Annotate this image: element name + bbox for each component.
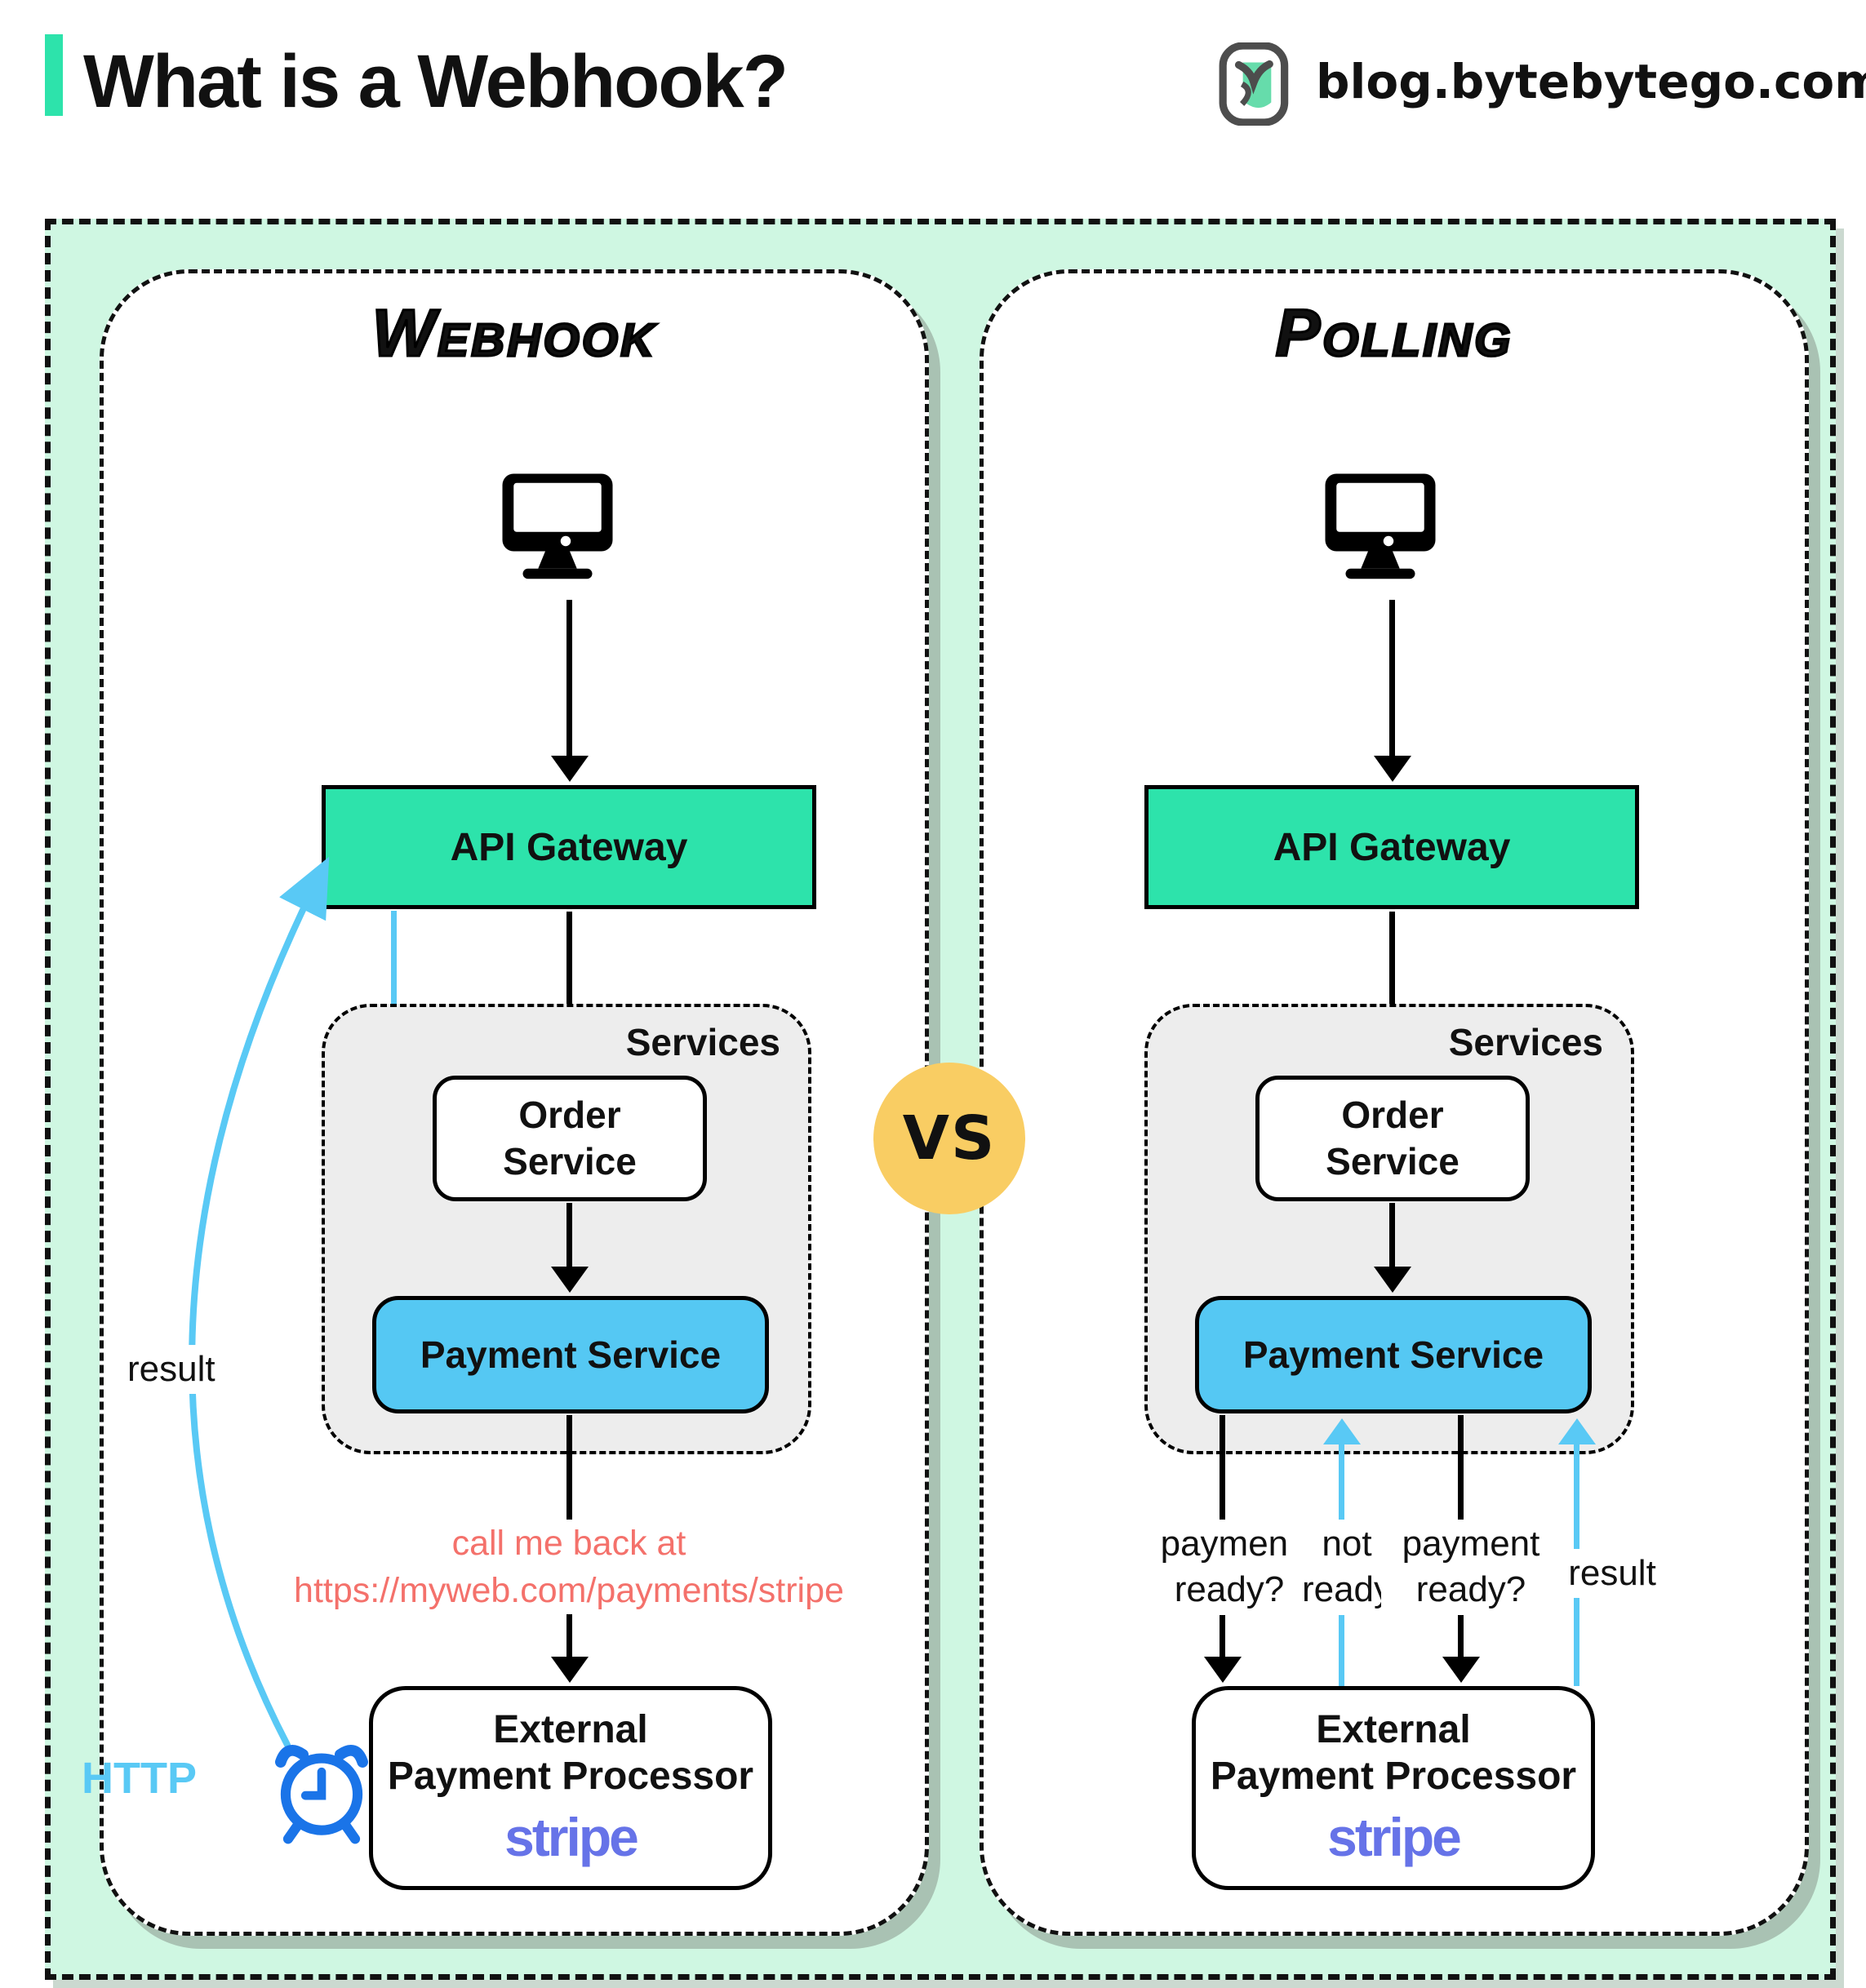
order-service-label-line2: Service bbox=[1326, 1140, 1459, 1183]
payment-service-box: Payment Service bbox=[1195, 1296, 1592, 1413]
polling-arrow-label-line2: ready? bbox=[1415, 1569, 1526, 1610]
vs-badge: VS bbox=[873, 1063, 1025, 1214]
payment-service-label: Payment Service bbox=[1242, 1333, 1544, 1376]
order-service-label-line2: Service bbox=[503, 1140, 637, 1183]
services-group-label: Services bbox=[625, 1021, 780, 1063]
external-processor-label-line1: External bbox=[1316, 1707, 1471, 1751]
payment-service-label: Payment Service bbox=[420, 1333, 722, 1376]
client-to-gateway-arrow bbox=[566, 600, 572, 757]
external-payment-processor-box: External Payment Processor stripe bbox=[1192, 1686, 1595, 1890]
polling-arrow-label: payment ready? bbox=[1381, 1520, 1561, 1615]
external-processor-label-line1: External bbox=[493, 1707, 648, 1751]
external-processor-label-line2: Payment Processor bbox=[387, 1755, 754, 1799]
polling-arrow-label: result bbox=[1544, 1549, 1680, 1599]
alarm-clock-icon bbox=[275, 1745, 368, 1844]
payment-service-box: Payment Service bbox=[372, 1296, 769, 1413]
title-accent-bar bbox=[45, 34, 63, 116]
gateway-to-order-arrow bbox=[1389, 912, 1395, 1048]
polling-arrow-label-line1: not bbox=[1322, 1524, 1372, 1564]
callback-note: call me back at https://myweb.com/paymen… bbox=[278, 1520, 860, 1615]
polling-arrow-label-line1: payment bbox=[1402, 1524, 1540, 1564]
client-to-gateway-arrow bbox=[1389, 600, 1395, 757]
order-service-label-line1: Order bbox=[518, 1093, 621, 1136]
page-title: What is a Webhook? bbox=[83, 40, 789, 123]
api-gateway-box: API Gateway bbox=[1144, 785, 1639, 909]
polling-arrow-label-line2: ready bbox=[1301, 1569, 1393, 1610]
http-result-curve-arrow bbox=[189, 856, 330, 1748]
api-gateway-label: API Gateway bbox=[450, 825, 688, 869]
desktop-computer-icon bbox=[1325, 473, 1436, 579]
http-label: HTTP bbox=[82, 1754, 197, 1803]
order-service-box: Order Service bbox=[433, 1076, 707, 1201]
services-group-label: Services bbox=[1448, 1021, 1603, 1063]
external-processor-label-line2: Payment Processor bbox=[1210, 1755, 1577, 1799]
webhook-panel-title: Webhook bbox=[371, 295, 657, 372]
result-arrow-label: result bbox=[121, 1345, 222, 1395]
stripe-logo: stripe bbox=[504, 1807, 639, 1867]
polling-arrow-label-line1: payment bbox=[1160, 1524, 1299, 1564]
polling-arrow-label-line2: ready? bbox=[1174, 1569, 1285, 1610]
site-name: blog.bytebytego.com bbox=[1316, 54, 1866, 109]
bytebytego-logo-icon bbox=[1219, 42, 1289, 126]
order-to-payment-arrow bbox=[1389, 1203, 1395, 1268]
callback-note-url: https://myweb.com/payments/stripe bbox=[294, 1571, 844, 1611]
desktop-computer-icon bbox=[502, 473, 613, 579]
api-gateway-label: API Gateway bbox=[1273, 825, 1511, 869]
order-service-box: Order Service bbox=[1255, 1076, 1530, 1201]
gateway-to-order-arrow bbox=[566, 912, 572, 1048]
order-to-payment-arrow bbox=[566, 1203, 572, 1268]
order-service-label-line1: Order bbox=[1341, 1093, 1444, 1136]
api-gateway-box: API Gateway bbox=[322, 785, 816, 909]
polling-panel-title: Polling bbox=[1274, 295, 1513, 372]
stripe-logo: stripe bbox=[1327, 1807, 1462, 1867]
callback-note-line1: call me back at bbox=[451, 1524, 686, 1563]
polling-arrow-label-line1: result bbox=[1568, 1553, 1656, 1593]
external-payment-processor-box: External Payment Processor stripe bbox=[369, 1686, 772, 1890]
